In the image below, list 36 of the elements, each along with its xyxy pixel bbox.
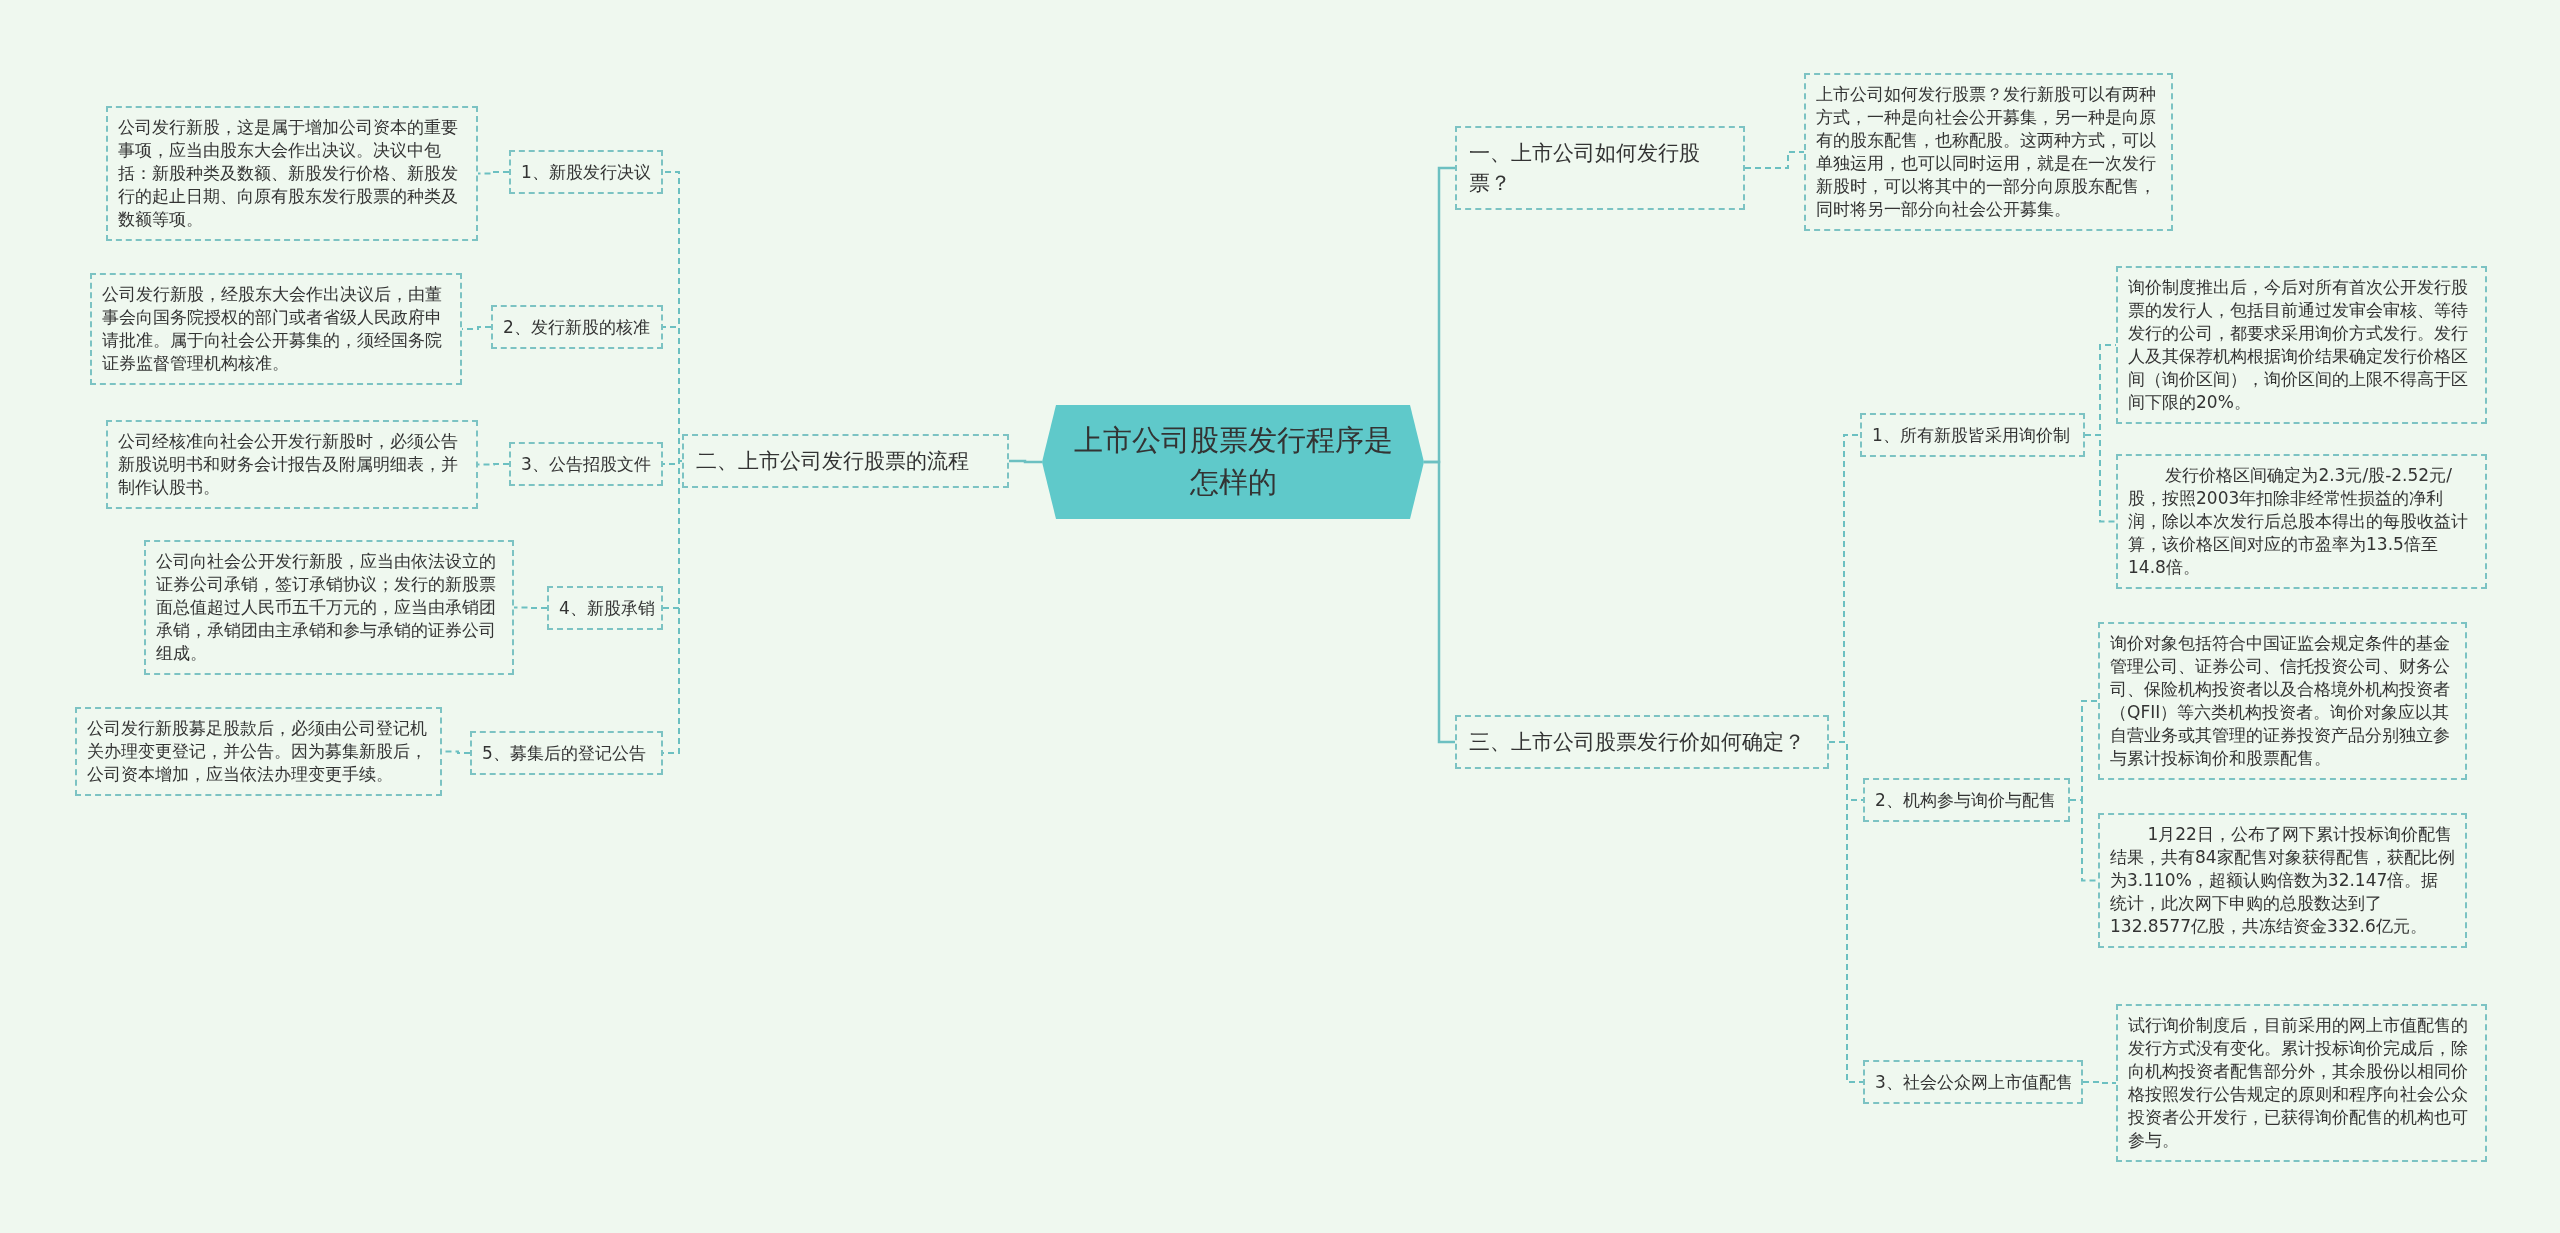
connector-line bbox=[477, 463, 510, 466]
subtopic-box: 2、机构参与询价与配售 bbox=[1863, 778, 2070, 822]
connector-line bbox=[1828, 741, 1864, 1083]
connector-line bbox=[2069, 799, 2099, 882]
note-box: 上市公司如何发行股票？发行新股可以有两种方式，一种是向社会公开募集，另一种是向原有的股东配售，也称配股。这两种方式，可以单独运用，也可以同时运用，就是在一次发行新股时，可以将其中的一部分向原股东配售，同时将另一部分向社会公开募集。 bbox=[1804, 73, 2173, 231]
subtopic-box: 1、新股发行决议 bbox=[509, 150, 663, 194]
topic-box: 一、上市公司如何发行股票？ bbox=[1455, 126, 1745, 210]
connector-line bbox=[2082, 1081, 2117, 1084]
subtopic-box: 4、新股承销 bbox=[547, 586, 663, 630]
connector-line bbox=[477, 171, 510, 175]
connector-line bbox=[662, 326, 683, 462]
note-box: 公司发行新股，经股东大会作出决议后，由董事会向国务院授权的部门或者省级人民政府申请批准。属于向社会公开募集的，须经国务院证券监督管理机构核准。 bbox=[90, 273, 462, 385]
subtopic-box: 3、公告招股文件 bbox=[509, 442, 663, 486]
central-topic: 上市公司股票发行程序是怎样的 bbox=[1042, 405, 1424, 519]
connector-line bbox=[662, 460, 683, 754]
note-box: 询价制度推出后，今后对所有首次公开发行股票的发行人，包括目前通过发审会审核、等待发行的公司，都要求采用询价方式发行。发行人及其保荐机构根据询价结果确定发行价格区间（询价区间），询价区间的上限不得高于区间下限的20%。 bbox=[2116, 266, 2487, 424]
note-box: 公司发行新股，这是属于增加公司资本的重要事项，应当由股东大会作出决议。决议中包括：新股种类及数额、新股发行价格、新股发行的起止日期、向原有股东发行股票的种类及数额等项。 bbox=[106, 106, 478, 241]
connector-line bbox=[513, 606, 548, 609]
subtopic-box: 3、社会公众网上市值配售 bbox=[1863, 1060, 2083, 1104]
note-box: 试行询价制度后，目前采用的网上市值配售的发行方式没有变化。累计投标询价完成后，除向机构投资者配售部分外，其余股份以相同价格按照发行公告规定的原则和程序向社会公众投资者公开发行，已获得询价配售的机构也可参与。 bbox=[2116, 1004, 2487, 1162]
connector-line bbox=[1744, 151, 1805, 169]
note-box: 发行价格区间确定为2.3元/股-2.52元/股，按照2003年扣除非经常性损益的净利润，除以本次发行后总股本得出的每股收益计算，该价格区间对应的市盈率为13.5倍至14.8倍。 bbox=[2116, 454, 2487, 589]
note-box: 询价对象包括符合中国证监会规定条件的基金管理公司、证券公司、信托投资公司、财务公司、保险机构投资者以及合格境外机构投资者（QFII）等六类机构投资者。询价对象应以其自营业务或其管理的证券投资产品分别独立参与累计投标询价和股票配售。 bbox=[2098, 622, 2467, 780]
topic-box: 三、上市公司股票发行价如何确定？ bbox=[1455, 715, 1829, 769]
subtopic-box: 5、募集后的登记公告 bbox=[470, 731, 663, 775]
note-box: 公司发行新股募足股款后，必须由公司登记机关办理变更登记，并公告。因为募集新股后，公司资本增加，应当依法办理变更手续。 bbox=[75, 707, 442, 796]
connector-line bbox=[1009, 459, 1042, 464]
connector-line bbox=[461, 326, 492, 330]
topic-box: 二、上市公司发行股票的流程 bbox=[682, 434, 1009, 488]
connector-line bbox=[2084, 434, 2117, 523]
note-box: 1月22日，公布了网下累计投标询价配售结果，共有84家配售对象获得配售，获配比例为3.110%，超额认购倍数为32.147倍。据统计，此次网下申购的总股数达到了132.8577亿股，共冻结资金332.6亿元。 bbox=[2098, 813, 2467, 948]
connector-line bbox=[1424, 460, 1455, 744]
note-box: 公司向社会公开发行新股，应当由依法设立的证券公司承销，签订承销协议；发行的新股票面总值超过人民币五千万元的，应当由承销团承销，承销团由主承销和参与承销的证券公司组成。 bbox=[144, 540, 514, 675]
note-box: 公司经核准向社会公开发行新股时，必须公告新股说明书和财务会计报告及附属明细表，并制作认股书。 bbox=[106, 420, 478, 509]
subtopic-box: 2、发行新股的核准 bbox=[491, 305, 663, 349]
subtopic-box: 1、所有新股皆采用询价制 bbox=[1860, 413, 2085, 457]
